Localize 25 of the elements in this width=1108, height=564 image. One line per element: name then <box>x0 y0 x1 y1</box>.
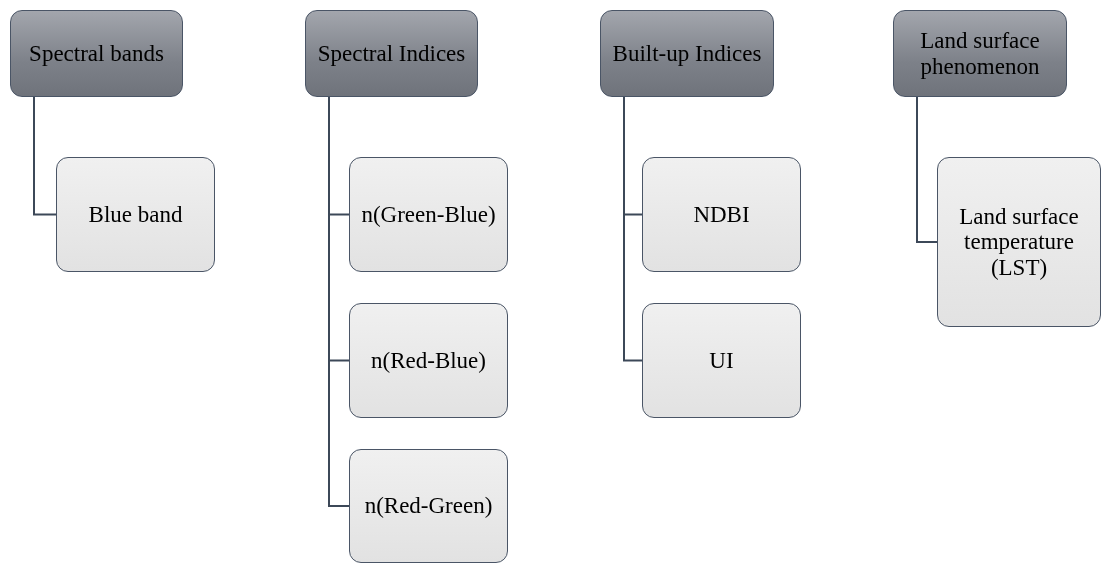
node-label: Spectral Indices <box>317 40 466 67</box>
node-label: n(Green-Blue) <box>361 201 496 228</box>
category-box <box>893 10 1067 97</box>
node-label: Blue band <box>88 201 183 228</box>
node-label: Built-up Indices <box>612 40 762 67</box>
node-label: n(Red-Blue) <box>371 347 486 374</box>
item-box <box>937 157 1101 327</box>
category-box <box>305 10 478 97</box>
connector-line <box>916 96 938 243</box>
connector-line <box>623 96 643 362</box>
item-box <box>642 303 801 418</box>
node-label: Land surface phenomenon <box>919 28 1041 79</box>
node-label: n(Red-Green) <box>364 493 493 519</box>
node-label: Spectral bands <box>29 40 164 67</box>
item-box <box>642 157 801 272</box>
category-box <box>10 10 183 97</box>
item-box <box>349 157 508 272</box>
item-box <box>349 303 508 418</box>
item-box <box>56 157 215 272</box>
item-box <box>349 449 508 563</box>
connector-line <box>33 96 57 216</box>
node-label: NDBI <box>693 201 750 228</box>
node-label: UI <box>709 347 734 374</box>
node-label: Land surface temperature (LST) <box>958 204 1080 280</box>
category-box <box>600 10 774 97</box>
